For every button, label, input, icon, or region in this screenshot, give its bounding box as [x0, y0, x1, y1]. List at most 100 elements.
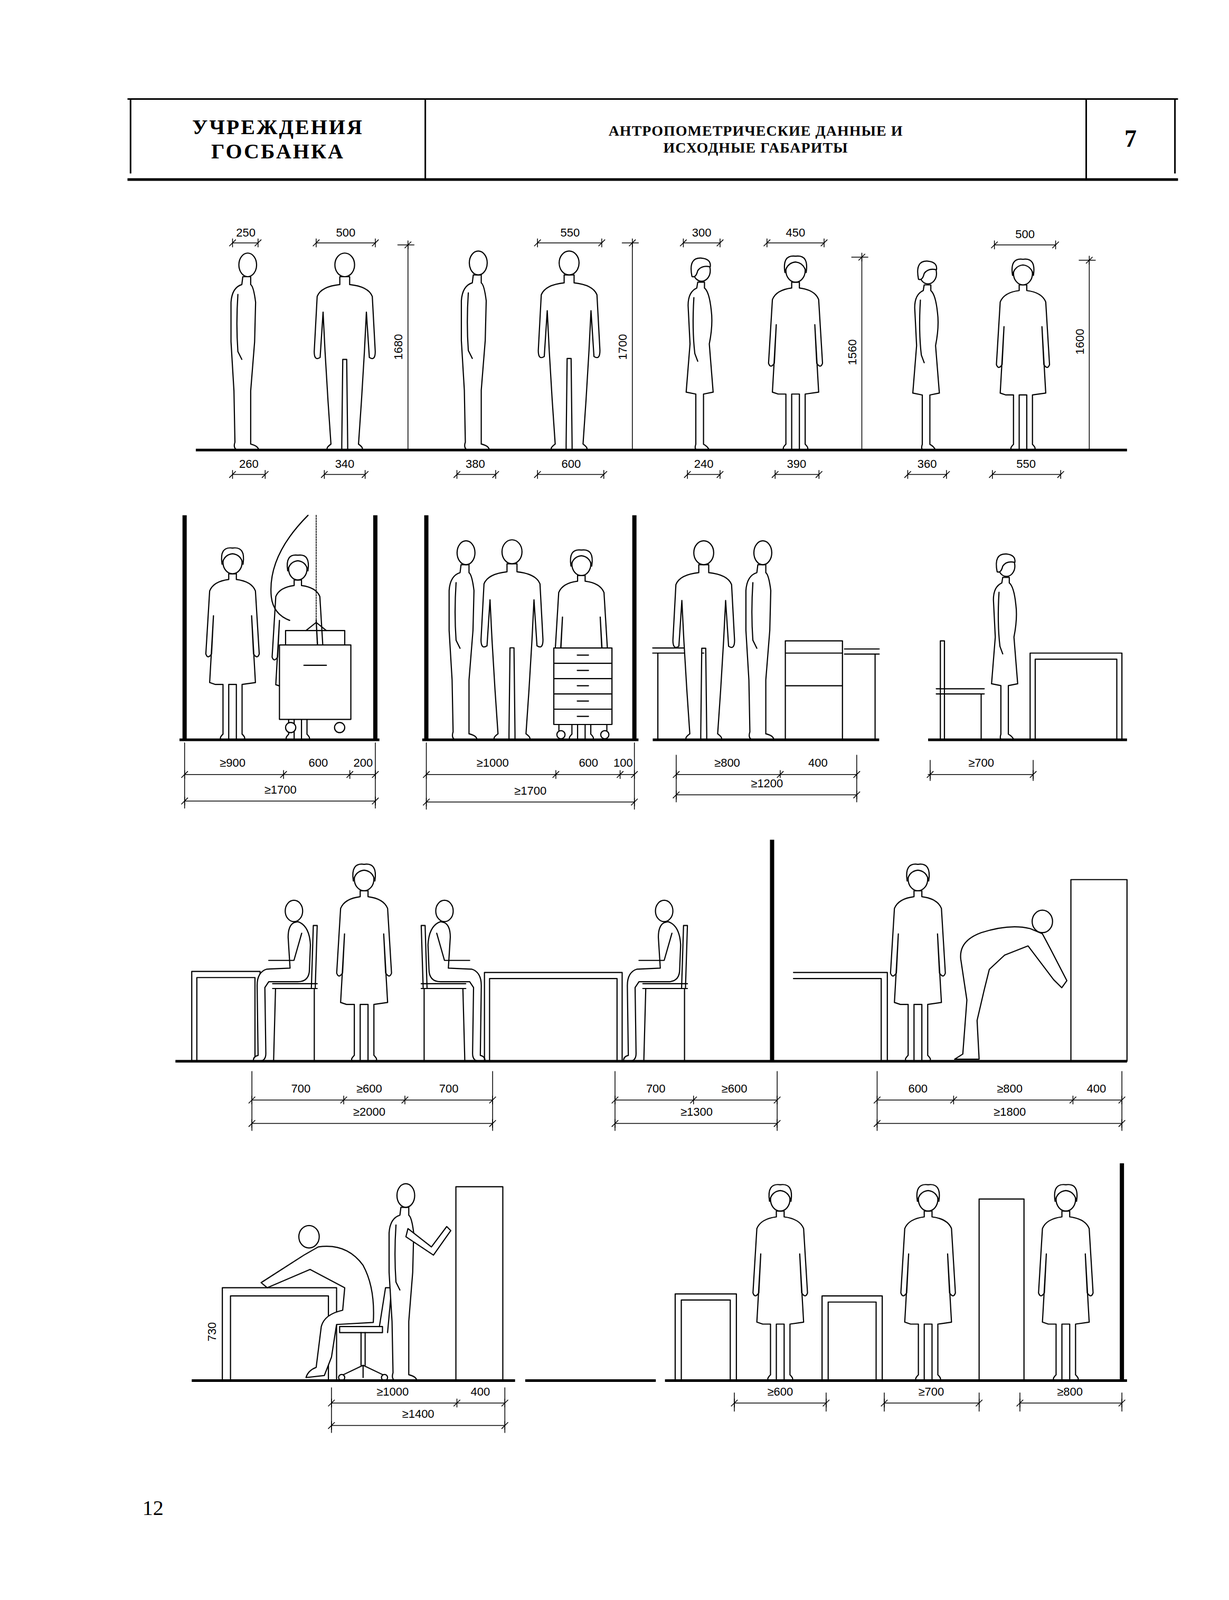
- header-cell: УЧРЕЖДЕНИЯ ГОСБАНКА: [130, 100, 425, 178]
- row-2-figures: [315, 515, 317, 623]
- dimension-label: 400: [469, 1385, 492, 1398]
- dimension-lines: [340, 1095, 347, 1104]
- dimension-lines: [684, 470, 691, 479]
- dimension-label: ≥600: [355, 1082, 384, 1095]
- row-3-figures: [1032, 910, 1053, 933]
- row-1-figures: [912, 260, 940, 450]
- row-1-figures: [768, 256, 823, 450]
- row-2-figures: [285, 622, 345, 646]
- dimension-label: 700: [438, 1082, 460, 1095]
- dimension-label: 300: [691, 227, 713, 239]
- row-3-figures: [954, 926, 1067, 1060]
- dimension-label: 500: [1014, 228, 1036, 241]
- dimension-label: 550: [559, 227, 582, 239]
- row-4-figures: [298, 1225, 320, 1249]
- dimension-label: ≥1700: [263, 783, 298, 796]
- dimension-lines: [489, 1119, 496, 1128]
- dimension-lines: [858, 252, 866, 261]
- dimension-label: 390: [785, 458, 808, 470]
- dimension-lines: [552, 770, 560, 779]
- dimension-lines: [631, 770, 638, 779]
- row-3-figures: [793, 972, 888, 1062]
- dimension-lines: [423, 770, 430, 779]
- dimension-lines: [184, 742, 1034, 810]
- row-2-figures: [184, 515, 635, 740]
- dimension-lines: [321, 470, 328, 479]
- dimension-lines: [600, 470, 608, 479]
- dimension-lines: [502, 1398, 509, 1407]
- dimension-label: 1680: [392, 333, 405, 362]
- dimension-label: 550: [1015, 458, 1037, 470]
- dimension-lines: [184, 774, 1034, 802]
- dimension-lines: [423, 797, 430, 806]
- row-2-figures: [559, 724, 608, 731]
- header-frame: [127, 98, 1178, 100]
- dimension-label: 600: [307, 757, 329, 769]
- dimension-label: ≥800: [995, 1082, 1024, 1095]
- dimension-lines: [763, 238, 771, 247]
- row-2-figures: [279, 644, 351, 720]
- dimension-lines: [372, 770, 379, 779]
- dimension-lines: [1016, 1398, 1024, 1407]
- dimension-lines: [229, 238, 236, 247]
- dimension-lines: [248, 1095, 255, 1104]
- row-4-figures: [379, 1287, 392, 1333]
- row-4-figures: [456, 1186, 504, 1380]
- dimension-lines: [251, 1071, 1122, 1131]
- row-2-figures: [553, 647, 612, 725]
- row-2-figures: [270, 515, 308, 621]
- dimension-lines: [881, 1398, 888, 1407]
- row-2-figures: [304, 664, 327, 666]
- row-2-figures: [179, 515, 1128, 740]
- row-2-figures: [991, 553, 1018, 740]
- dimension-lines: [1118, 1398, 1125, 1407]
- header-text: 7: [1124, 125, 1137, 154]
- dimension-label: ≥1700: [513, 785, 548, 797]
- dimension-label: 100: [612, 757, 635, 769]
- dimension-lines: [181, 238, 1125, 1433]
- row-3-figures: [421, 900, 486, 1062]
- dimension-lines: [401, 1095, 409, 1104]
- dimension-lines: [927, 770, 934, 779]
- row-2-figures: [205, 547, 260, 740]
- dimension-lines: [313, 238, 320, 247]
- dimension-lines: [773, 1095, 781, 1104]
- dimension-lines: [248, 1119, 255, 1128]
- row-3-figures: [890, 863, 946, 1061]
- dimension-lines: [611, 1119, 619, 1128]
- dimension-lines: [904, 470, 912, 479]
- row-3-figures: [484, 972, 623, 1062]
- dimension-lines: [229, 470, 236, 479]
- row-3-figures: [175, 839, 1128, 1061]
- row-3-figures: [1071, 879, 1128, 1062]
- dimension-lines: [331, 1387, 1122, 1433]
- row-4-figures: [405, 1226, 451, 1255]
- row-1-figures: [461, 250, 490, 450]
- row-2-figures: [673, 540, 735, 740]
- dimension-lines: [1057, 470, 1064, 479]
- dimension-label: ≥900: [218, 757, 247, 769]
- dimension-lines: [771, 470, 779, 479]
- dimension-label: ≥1300: [679, 1105, 714, 1118]
- dimension-lines: [731, 1398, 738, 1407]
- dimension-lines: [853, 770, 860, 779]
- dimension-lines: [950, 1095, 958, 1104]
- dimension-lines: [502, 1421, 509, 1430]
- dimension-lines: [280, 770, 287, 779]
- row-1-figures: [195, 448, 1128, 452]
- row-4-figures: [389, 1183, 417, 1381]
- row-1-figures: [231, 252, 259, 450]
- dimension-label: 340: [334, 458, 356, 470]
- dimension-lines: [328, 1398, 335, 1407]
- row-2-figures: [785, 640, 843, 740]
- dimension-lines: [489, 1095, 496, 1104]
- dimension-lines: [716, 238, 724, 247]
- dimension-lines: [251, 1099, 1122, 1123]
- row-3-figures: [769, 839, 774, 1061]
- row-1-figures: [686, 258, 714, 450]
- row-4-figures: [191, 1378, 1128, 1382]
- dimension-lines: [181, 770, 188, 779]
- header-cell: 7: [1086, 100, 1176, 178]
- row-1-figures: [538, 250, 601, 450]
